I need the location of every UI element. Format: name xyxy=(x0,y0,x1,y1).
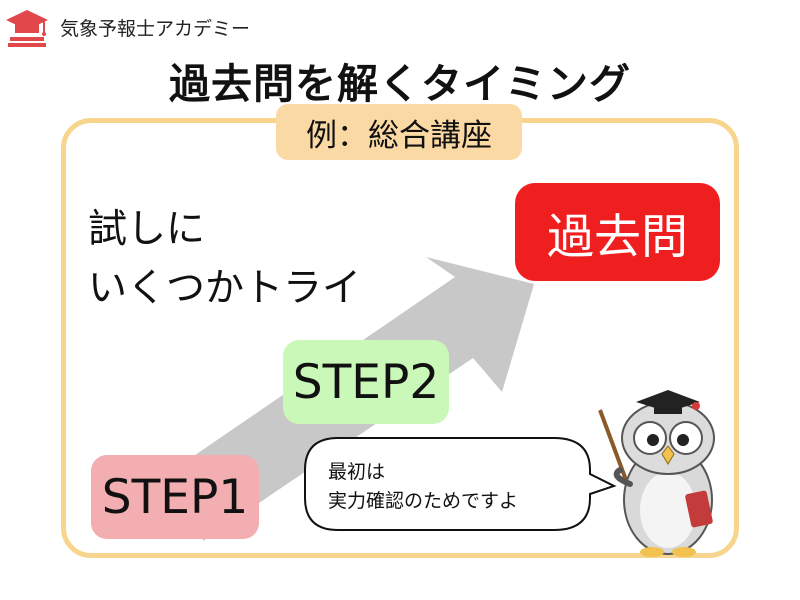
graduation-cap-logo-icon xyxy=(6,10,48,47)
owl-mascot-icon xyxy=(598,390,715,557)
course-tag: 例：総合講座 xyxy=(276,104,522,160)
trial-text: 試しに いくつかトライ xyxy=(88,200,361,318)
trial-line-1: 試しに xyxy=(88,207,206,252)
trial-line-2: いくつかトライ xyxy=(88,266,362,311)
speech-text: 最初は 実力確認のためですよ xyxy=(328,458,518,516)
step2-box: STEP2 xyxy=(283,340,449,424)
brand-name: 気象予報士アカデミー xyxy=(60,18,251,40)
page-title: 過去問を解くタイミング xyxy=(169,60,631,108)
past-exam-box: 過去問 xyxy=(515,183,720,281)
speech-line-2: 実力確認のためですよ xyxy=(328,490,519,512)
step1-box: STEP1 xyxy=(91,455,259,539)
speech-line-1: 最初は xyxy=(328,461,386,483)
